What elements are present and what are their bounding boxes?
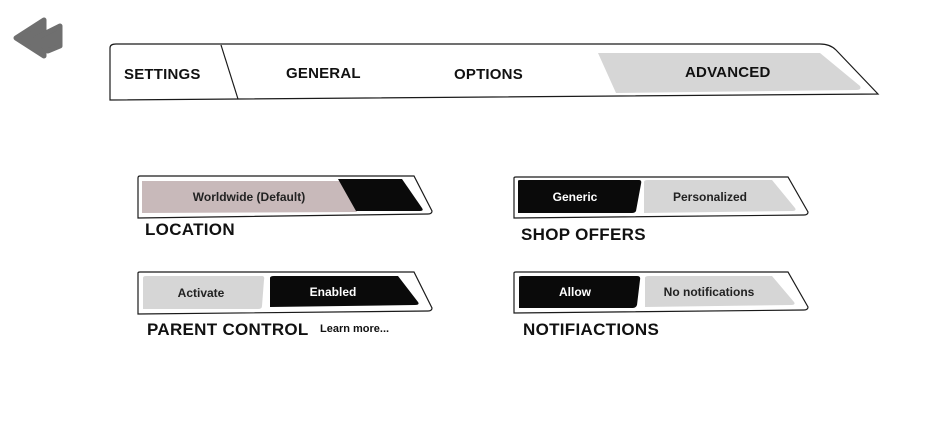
location-option-selected[interactable]	[338, 179, 423, 211]
shop-offers-option-generic[interactable]	[518, 180, 642, 213]
parent-control-option-enabled-label: Enabled	[309, 285, 357, 299]
tab-settings[interactable]: SETTINGS	[124, 66, 201, 83]
notifications-option-none-label: No notifications	[663, 285, 755, 299]
location-option-worldwide-label: Worldwide (Default)	[192, 190, 306, 204]
shop-offers-title: SHOP OFFERS	[521, 225, 646, 244]
learn-more-link[interactable]: Learn more...	[320, 323, 390, 335]
location-title: LOCATION	[145, 220, 235, 239]
tab-options[interactable]: OPTIONS	[454, 66, 523, 83]
notifications-title: NOTIFIACTIONS	[523, 320, 660, 339]
notifications-control	[513, 271, 809, 314]
notifications-option-none[interactable]	[645, 276, 795, 307]
notifications-option-allow[interactable]	[519, 276, 641, 308]
tab-advanced-bg	[598, 53, 861, 93]
parent-control-title: PARENT CONTROL	[147, 320, 309, 339]
shop-offers-option-generic-label: Generic	[552, 190, 598, 204]
tab-divider	[220, 44, 239, 100]
shop-offers-option-personalized-label: Personalized	[672, 190, 748, 204]
location-option-worldwide[interactable]	[142, 181, 357, 213]
shop-offers-control	[513, 176, 809, 219]
tab-bar	[109, 43, 880, 101]
parent-control-option-activate[interactable]	[143, 276, 265, 309]
parent-control-option-enabled[interactable]	[270, 276, 419, 307]
tab-advanced[interactable]: ADVANCED	[685, 64, 771, 81]
rewind-icon[interactable]	[0, 0, 70, 70]
parent-control-option-activate-label: Activate	[177, 286, 225, 300]
tab-general[interactable]: GENERAL	[286, 65, 361, 82]
notifications-option-allow-label: Allow	[559, 285, 591, 299]
parent-control-control	[137, 271, 433, 315]
location-control	[137, 175, 433, 219]
shop-offers-option-personalized[interactable]	[644, 180, 796, 213]
